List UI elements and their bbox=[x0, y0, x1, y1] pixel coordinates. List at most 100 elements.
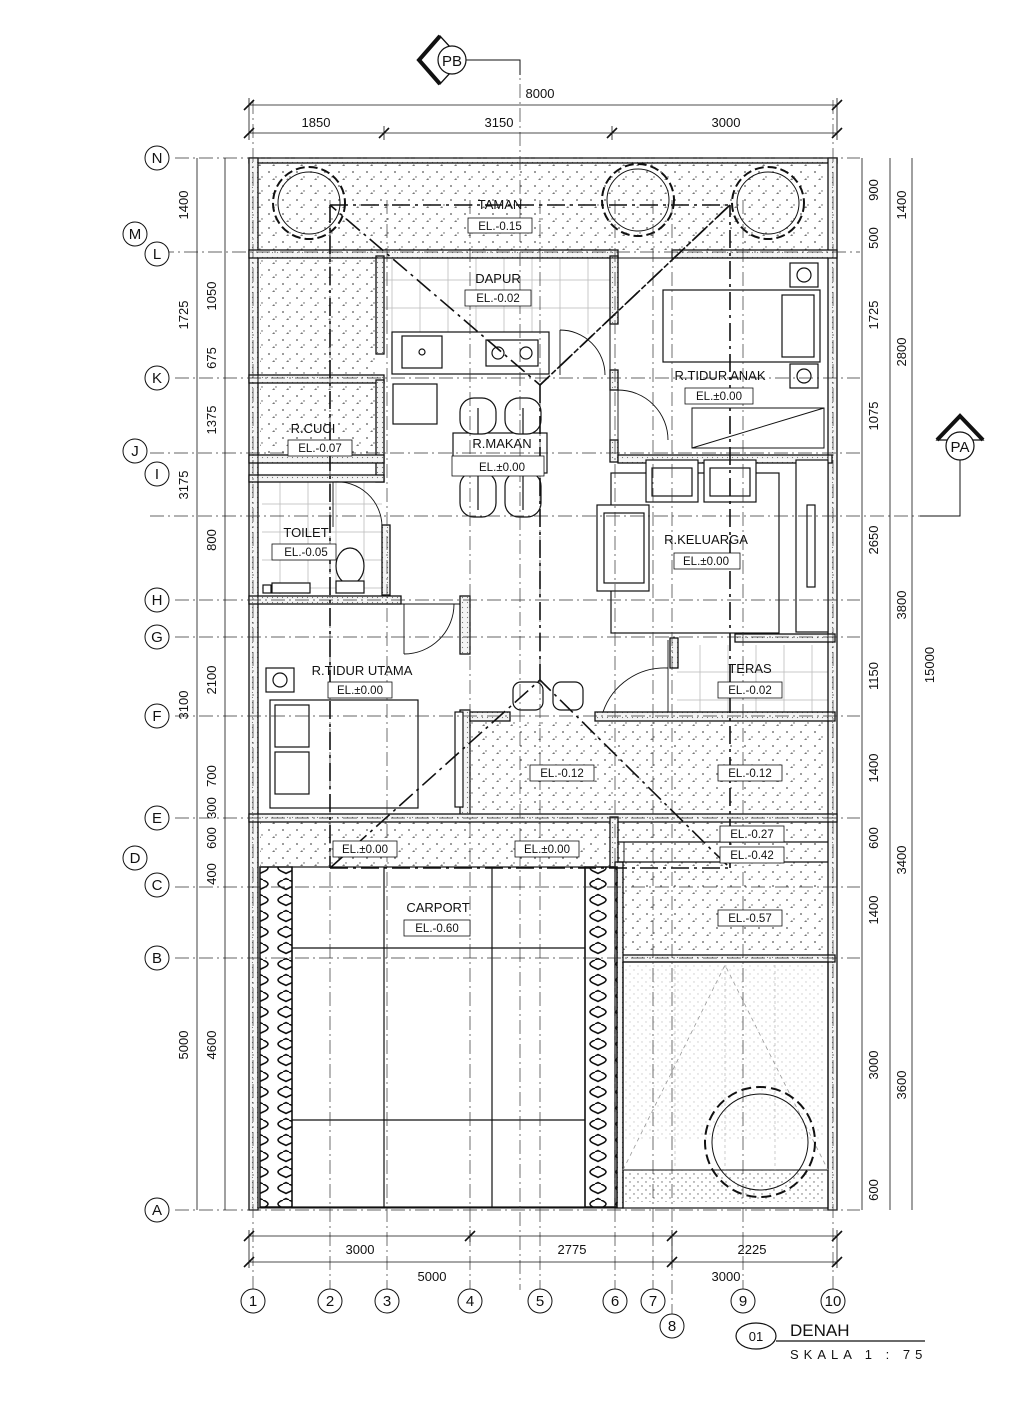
wall-edges bbox=[257, 256, 829, 1209]
grid-bubbles-cols bbox=[240, 1288, 846, 1339]
room-level-teras: EL.-0.02 bbox=[728, 685, 771, 697]
tree-icon bbox=[731, 166, 805, 240]
grid-label-row: F bbox=[152, 708, 161, 725]
dim-label: 1850 bbox=[302, 115, 331, 130]
grid-row-labels: N M L K J I H G F E D C B A bbox=[129, 150, 163, 1219]
level-tag: EL.±0.00 bbox=[524, 844, 570, 856]
dim-label: 1400 bbox=[866, 754, 881, 783]
dim-label: 1400 bbox=[176, 191, 191, 220]
dim-label: 4600 bbox=[204, 1031, 219, 1060]
kitchen-counter bbox=[391, 331, 550, 375]
section-label-pb: PB bbox=[442, 53, 462, 70]
room-name-carport: CARPORT bbox=[406, 900, 469, 915]
level-tag: EL.-0.57 bbox=[728, 913, 771, 925]
room-name-tidur-anak: R.TIDUR ANAK bbox=[674, 368, 765, 383]
dim-label: 700 bbox=[204, 765, 219, 787]
dim-label: 1400 bbox=[894, 191, 909, 220]
tree-icon bbox=[704, 1086, 816, 1198]
dim-label: 2775 bbox=[558, 1242, 587, 1257]
room-name-keluarga: R.KELUARGA bbox=[664, 532, 748, 547]
dim-label: 3175 bbox=[176, 471, 191, 500]
level-tag: EL.-0.12 bbox=[540, 768, 583, 780]
grid-label-col: 1 bbox=[249, 1293, 257, 1310]
dim-label: 1400 bbox=[866, 896, 881, 925]
room-level-tidur-anak: EL.±0.00 bbox=[696, 391, 742, 403]
dim-label: 5000 bbox=[176, 1031, 191, 1060]
level-tags: EL.-0.12 EL.-0.12 EL.±0.00 EL.±0.00 EL.-… bbox=[332, 764, 785, 927]
dim-label: 3000 bbox=[712, 1269, 741, 1284]
grid-lines bbox=[150, 60, 960, 1315]
tree-icon bbox=[272, 166, 346, 240]
tv-cabinet bbox=[795, 459, 829, 633]
dim-label: 3800 bbox=[894, 591, 909, 620]
grid-label-row: H bbox=[152, 592, 163, 609]
grid-label-row: D bbox=[130, 850, 141, 867]
grid-label-col: 6 bbox=[611, 1293, 619, 1310]
room-name-teras: TERAS bbox=[728, 661, 772, 676]
grid-label-row: E bbox=[152, 810, 162, 827]
grid-label-col: 9 bbox=[739, 1293, 747, 1310]
carport-area bbox=[259, 866, 618, 1208]
toilet-fixtures bbox=[262, 547, 365, 594]
door-swings bbox=[332, 329, 669, 862]
dim-label: 600 bbox=[866, 1179, 881, 1201]
dim-label: 2100 bbox=[204, 666, 219, 695]
grid-label-row: G bbox=[151, 629, 163, 646]
grid-label-row: L bbox=[153, 246, 161, 263]
dim-label: 1375 bbox=[204, 406, 219, 435]
room-labels: TAMAN EL.-0.15 DAPUR EL.-0.02 R.TIDUR AN… bbox=[271, 197, 783, 937]
dimension-lines bbox=[196, 98, 913, 1268]
section-marker-pb: PB bbox=[416, 34, 521, 86]
sheet-scale: SKALA 1 : 75 bbox=[790, 1347, 927, 1362]
tree-icon bbox=[601, 163, 675, 237]
dim-label: 3000 bbox=[712, 115, 741, 130]
dim-label: 1075 bbox=[866, 402, 881, 431]
level-tag: EL.-0.27 bbox=[730, 829, 773, 841]
grid-label-col: 7 bbox=[649, 1293, 657, 1310]
room-name-makan: R.MAKAN bbox=[472, 436, 531, 451]
grid-label-row: C bbox=[152, 877, 163, 894]
grid-label-row: B bbox=[152, 950, 162, 967]
dim-label: 3000 bbox=[866, 1051, 881, 1080]
dim-label: 600 bbox=[866, 827, 881, 849]
grid-label-row: K bbox=[152, 370, 162, 387]
grid-label-row: I bbox=[155, 466, 159, 483]
grid-label-row: J bbox=[131, 443, 139, 460]
title-block: 01 DENAH SKALA 1 : 75 bbox=[735, 1321, 927, 1362]
room-name-toilet: TOILET bbox=[283, 525, 328, 540]
room-name-dapur: DAPUR bbox=[475, 271, 521, 286]
dim-top-total: 8000 bbox=[526, 86, 555, 101]
front-garden bbox=[622, 961, 829, 1209]
child-bed bbox=[662, 262, 821, 389]
room-level-dapur: EL.-0.02 bbox=[476, 293, 519, 305]
grid-label-col: 3 bbox=[383, 1293, 391, 1310]
dim-label: 300 bbox=[204, 797, 219, 819]
dim-label: 400 bbox=[204, 863, 219, 885]
dim-label: 600 bbox=[204, 827, 219, 849]
dim-label: 3600 bbox=[894, 1071, 909, 1100]
section-marker-pa: PA bbox=[920, 413, 985, 517]
dim-label: 3150 bbox=[485, 115, 514, 130]
dim-label: 800 bbox=[204, 529, 219, 551]
dim-label: 3000 bbox=[346, 1242, 375, 1257]
grid-label-row: N bbox=[152, 150, 163, 167]
grid-bubbles-rows bbox=[122, 145, 170, 1223]
level-tag: EL.-0.42 bbox=[730, 850, 773, 862]
level-tag: EL.-0.12 bbox=[728, 768, 771, 780]
dim-label: 3100 bbox=[176, 691, 191, 720]
room-level-taman: EL.-0.15 bbox=[478, 221, 521, 233]
dim-label: 500 bbox=[866, 227, 881, 249]
terrace-chairs bbox=[512, 681, 584, 711]
master-bed bbox=[265, 667, 464, 809]
level-tag: EL.±0.00 bbox=[342, 844, 388, 856]
room-level-makan: EL.±0.00 bbox=[479, 462, 525, 474]
room-level-tidur-utama: EL.±0.00 bbox=[337, 685, 383, 697]
dim-label: 1050 bbox=[204, 282, 219, 311]
fridge bbox=[392, 383, 438, 425]
grid-col-labels: 1 2 3 4 5 6 7 8 9 10 bbox=[249, 1293, 842, 1335]
grid-label-col: 10 bbox=[825, 1293, 842, 1310]
grid-label-col: 8 bbox=[668, 1318, 676, 1335]
grid-label-row: M bbox=[129, 226, 142, 243]
grid-label-col: 2 bbox=[326, 1293, 334, 1310]
